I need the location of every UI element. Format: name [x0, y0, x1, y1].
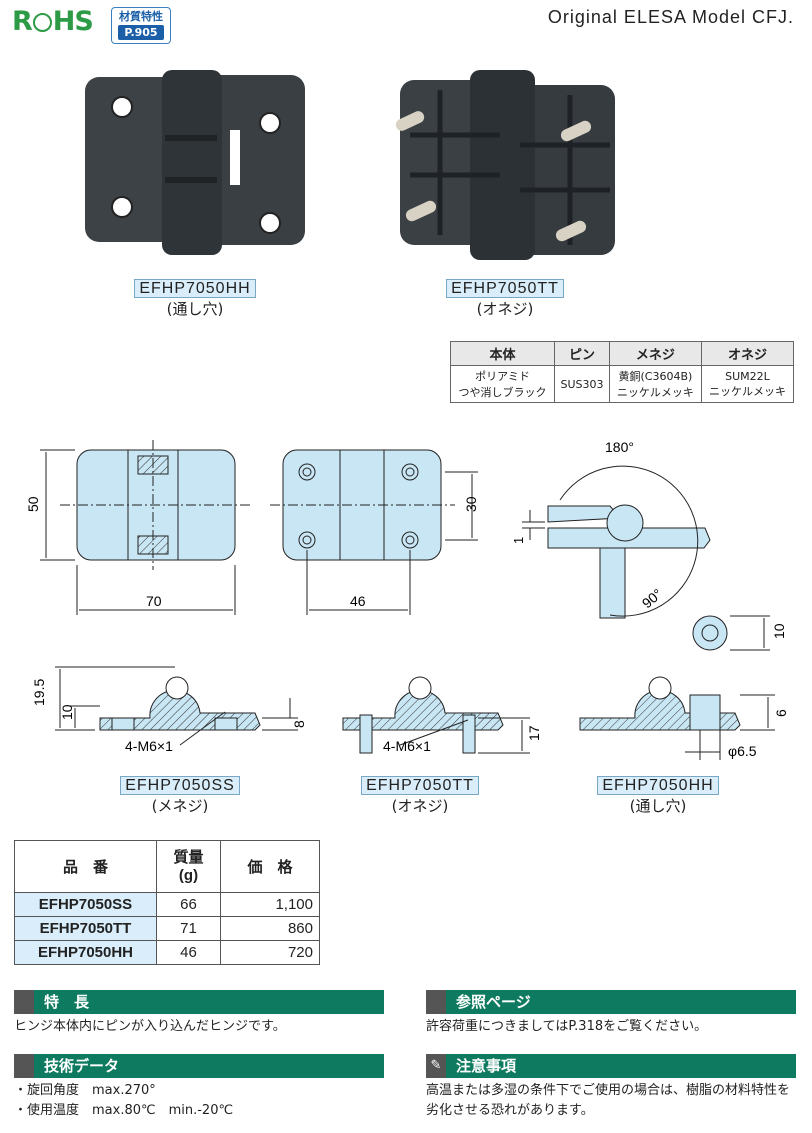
spec-price: 860 [220, 916, 320, 941]
photo-caption-hh: EFHP7050HH (通し穴) [95, 278, 295, 319]
caption-code: EFHP7050HH [597, 776, 719, 795]
dim-6: 6 [773, 709, 789, 717]
dim-50: 50 [25, 496, 41, 512]
ref-title: 参照ページ [456, 993, 531, 1011]
spec-code: EFHP7050HH [14, 940, 157, 965]
table-row: EFHP7050HH 46 720 [14, 940, 320, 965]
mat-line: 黄銅(C3604B) [618, 370, 693, 383]
wrench-icon: ✎ [426, 1054, 446, 1078]
bar-marker [14, 1054, 34, 1078]
badge-page: P.905 [118, 25, 164, 40]
spec-mass: 66 [156, 892, 221, 917]
thread-label-2: 4-M6×1 [383, 738, 431, 754]
section-caption-ss: EFHP7050SS (メネジ) [80, 775, 280, 816]
spec-table: 品 番 質量 (g) 価 格 EFHP7050SS 66 1,100 EFHP7… [14, 840, 320, 965]
spec-price: 720 [220, 940, 320, 965]
caption-code: EFHP7050TT [361, 776, 479, 795]
tech-title: 技術データ [44, 1057, 120, 1075]
caution-heading: ✎ 注意事項 [426, 1054, 796, 1078]
features-title: 特 長 [44, 993, 90, 1011]
features-text: ヒンジ本体内にピンが入り込んだヒンジです。 [14, 1019, 286, 1034]
thread-label-1: 4-M6×1 [125, 738, 173, 754]
spec-mass: 71 [156, 916, 221, 941]
dim-17: 17 [526, 725, 542, 741]
dim-10-side: 10 [771, 623, 787, 639]
technical-drawing: 50 70 46 30 180° 90° 1 10 6 φ6.5 19.5 10… [25, 439, 789, 760]
features-heading: 特 長 [14, 990, 384, 1014]
material-table: 本体 ピン メネジ オネジ ポリアミドつや消しブラック SUS303 黄銅(C3… [449, 341, 795, 403]
tech-line: ・使用温度 max.80℃ min.-20℃ [14, 1103, 234, 1118]
model-title: Original ELESA Model CFJ. [547, 7, 794, 27]
mat-line: ニッケルメッキ [708, 384, 786, 398]
dim-70: 70 [146, 593, 162, 609]
tech-data: ・旋回角度 max.270° ・使用温度 max.80℃ min.-20℃ [14, 1081, 394, 1121]
caption-sub: (通し穴) [166, 300, 224, 318]
table-row: EFHP7050TT 71 860 [14, 916, 320, 941]
spec-price: 1,100 [220, 892, 320, 917]
bar-marker [14, 990, 34, 1014]
badge-title: 材質特性 [119, 10, 163, 23]
mat-line: SUM22L [725, 369, 770, 383]
spec-header-mass: 質量 (g) [156, 840, 221, 893]
dim-46: 46 [350, 593, 366, 609]
photo-caption-tt: EFHP7050TT (オネジ) [405, 278, 605, 319]
spec-header-price: 価 格 [220, 840, 320, 893]
photo-hinge-hh [85, 70, 305, 255]
bar-marker [426, 990, 446, 1014]
mat-line: ポリアミド [475, 370, 530, 383]
caption-sub: (通し穴) [629, 797, 687, 815]
dim-10: 10 [59, 704, 75, 720]
tech-line: ・旋回角度 max.270° [14, 1083, 156, 1098]
reference-heading: 参照ページ [426, 990, 796, 1014]
mat-header: メネジ [608, 341, 702, 366]
caption-sub: (オネジ) [476, 300, 534, 318]
dim-180: 180° [605, 439, 634, 455]
mat-header: ピン [554, 341, 610, 366]
mat-cell: 黄銅(C3604B) ニッケルメッキ [608, 365, 702, 403]
caption-code: EFHP7050TT [446, 279, 564, 298]
spec-mass: 46 [156, 940, 221, 965]
photo-hinge-tt [395, 70, 615, 260]
section-caption-tt: EFHP7050TT (オネジ) [320, 775, 520, 816]
reference-text: 許容荷重につきましてはP.318をご覧ください。 [426, 1019, 708, 1034]
spec-code: EFHP7050SS [14, 892, 157, 917]
table-row: EFHP7050SS 66 1,100 [14, 892, 320, 917]
dim-8: 8 [291, 720, 307, 728]
caution-title: 注意事項 [456, 1057, 517, 1075]
material-badge[interactable]: 材質特性 P.905 [111, 7, 171, 44]
dim-19-5: 19.5 [31, 679, 47, 706]
caption-sub: (メネジ) [151, 797, 209, 815]
mat-header: 本体 [449, 341, 556, 366]
caption-code: EFHP7050HH [134, 279, 256, 298]
dim-90: 90° [639, 585, 666, 611]
spec-header-code: 品 番 [14, 840, 157, 893]
mat-cell: ポリアミドつや消しブラック [449, 365, 556, 403]
dim-phi: φ6.5 [728, 743, 757, 759]
section-caption-hh: EFHP7050HH (通し穴) [558, 775, 758, 816]
tech-heading: 技術データ [14, 1054, 384, 1078]
mat-line: つや消しブラック [458, 386, 547, 399]
mat-header: オネジ [700, 341, 795, 366]
mat-cell: SUS303 [554, 365, 610, 403]
dim-1: 1 [511, 537, 526, 544]
caption-sub: (オネジ) [391, 797, 449, 815]
caution-text: 高温または多湿の条件下でご使用の場合は、樹脂の材料特性を劣化させる恐れがあります… [426, 1083, 791, 1118]
spec-code: EFHP7050TT [14, 916, 157, 941]
caption-code: EFHP7050SS [120, 776, 240, 795]
mat-line: ニッケルメッキ [616, 386, 694, 399]
dim-30: 30 [463, 496, 479, 512]
